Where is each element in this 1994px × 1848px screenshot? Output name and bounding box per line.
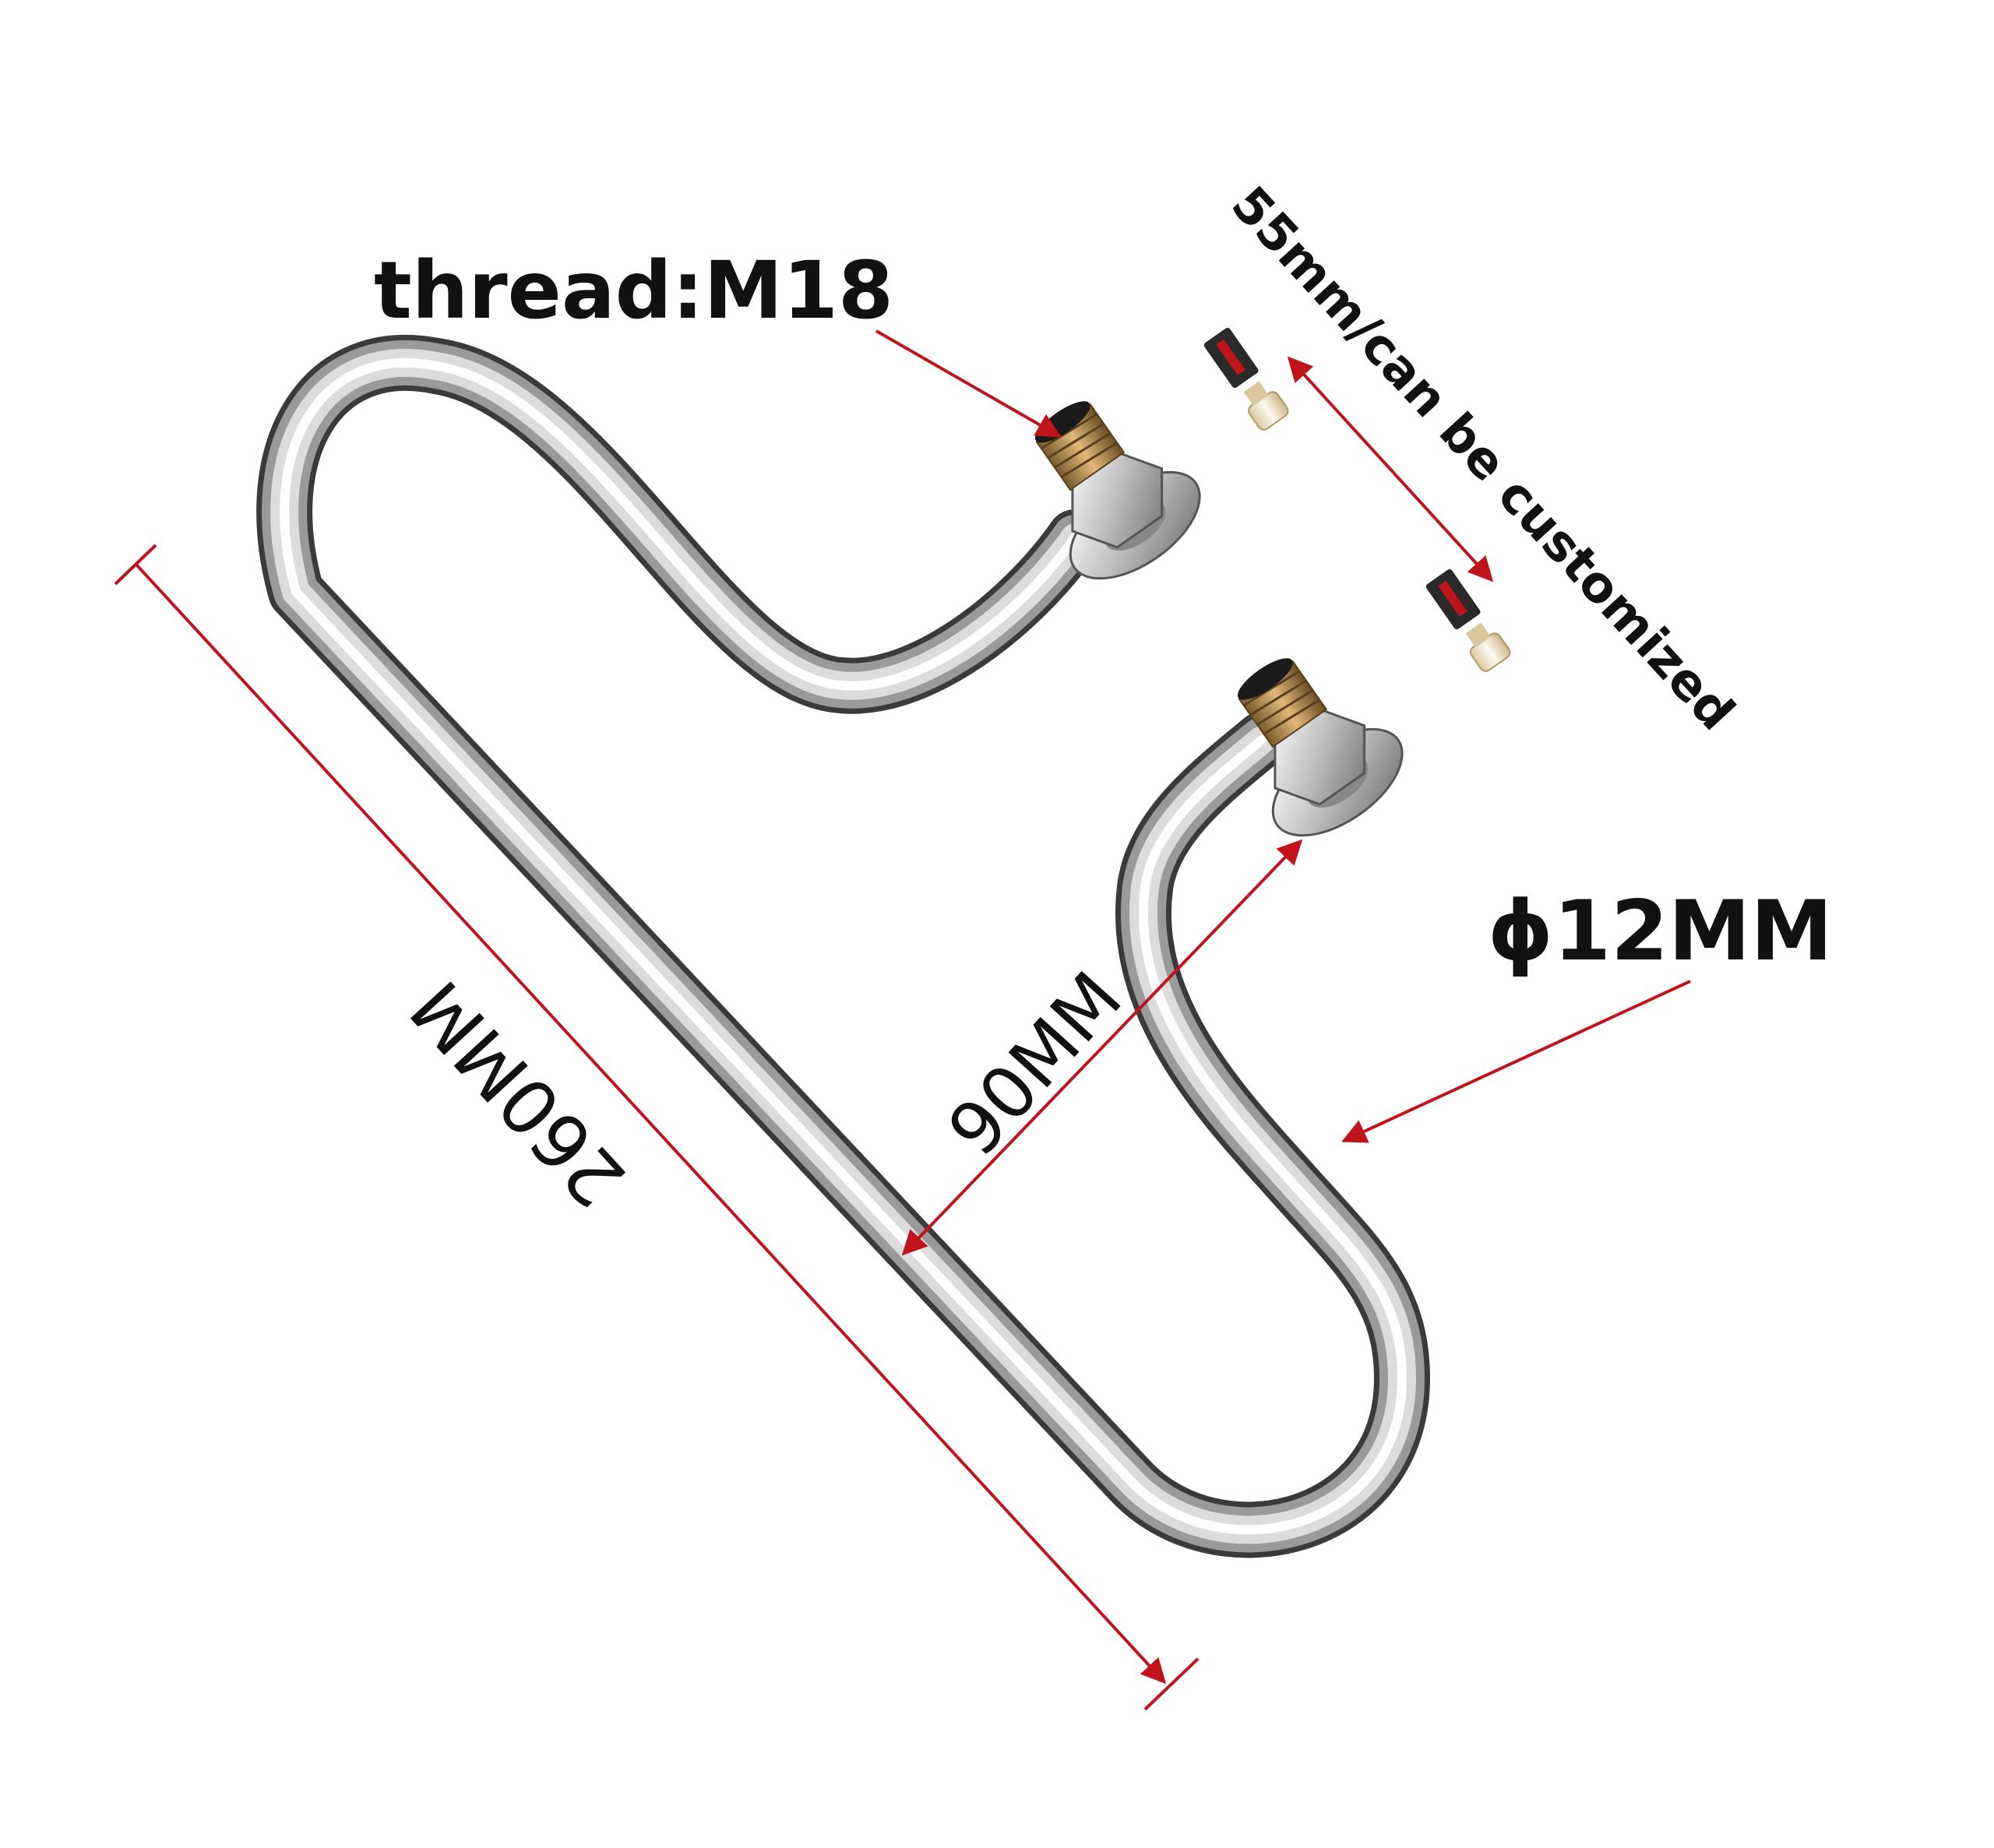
extension-dimension-line <box>1287 356 1494 583</box>
lower-terminal-icon <box>1425 568 1511 672</box>
upper-fitting-icon <box>1034 401 1201 580</box>
diameter-label: ϕ12MM <box>1488 883 1833 979</box>
width-label: 90MM <box>932 956 1138 1172</box>
width-dimension-line <box>901 839 1303 1256</box>
thread-label: thread:M18 <box>374 245 893 337</box>
diameter-leader-arrow <box>1341 980 1691 1143</box>
heater-tube-icon <box>256 334 1430 1558</box>
upper-terminal-icon <box>1203 327 1289 431</box>
thread-leader-arrow <box>875 329 1062 438</box>
length-label: 260MM <box>395 964 643 1223</box>
lower-fitting-icon <box>1237 658 1404 837</box>
length-dimension-line <box>114 544 1200 1711</box>
